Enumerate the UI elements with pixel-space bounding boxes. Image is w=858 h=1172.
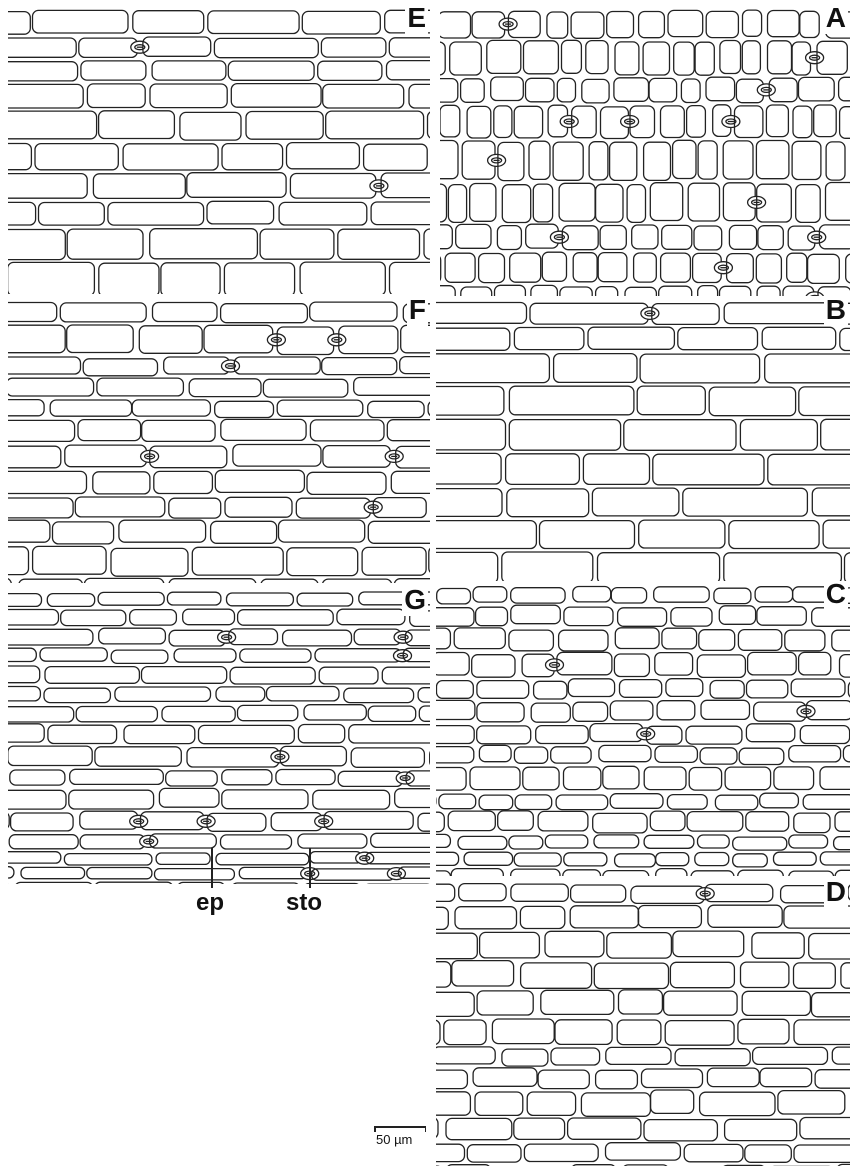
panel-letter-c: C (824, 582, 848, 610)
epidermis-drawing-e (8, 6, 430, 294)
panel-letter-d: D (824, 880, 848, 908)
panel-a: A (440, 6, 850, 296)
panel-b: B (436, 298, 850, 581)
ep-leader-line (211, 848, 213, 888)
panel-d: D (436, 880, 850, 1166)
panel-letter-g: G (402, 588, 428, 616)
sto-leader-line (309, 848, 311, 888)
epidermis-drawing-f (8, 298, 430, 583)
panel-letter-a: A (824, 6, 848, 34)
panel-c: C (436, 582, 850, 876)
epidermis-drawing-g (8, 588, 430, 884)
panel-g: G (8, 588, 430, 884)
epidermis-drawing-d (436, 880, 850, 1166)
panel-f: F (8, 298, 430, 583)
sto-label: sto (286, 889, 322, 917)
ep-label: ep (196, 889, 224, 917)
panel-e: E (8, 6, 430, 294)
panel-letter-b: B (824, 298, 848, 326)
panel-letter-e: E (405, 6, 428, 34)
epidermis-drawing-b (436, 298, 850, 581)
scale-bar-label: 50 µm (376, 1132, 412, 1147)
epidermis-drawing-c (436, 582, 850, 876)
panel-letter-f: F (407, 298, 428, 326)
epidermis-drawing-a (440, 6, 850, 296)
